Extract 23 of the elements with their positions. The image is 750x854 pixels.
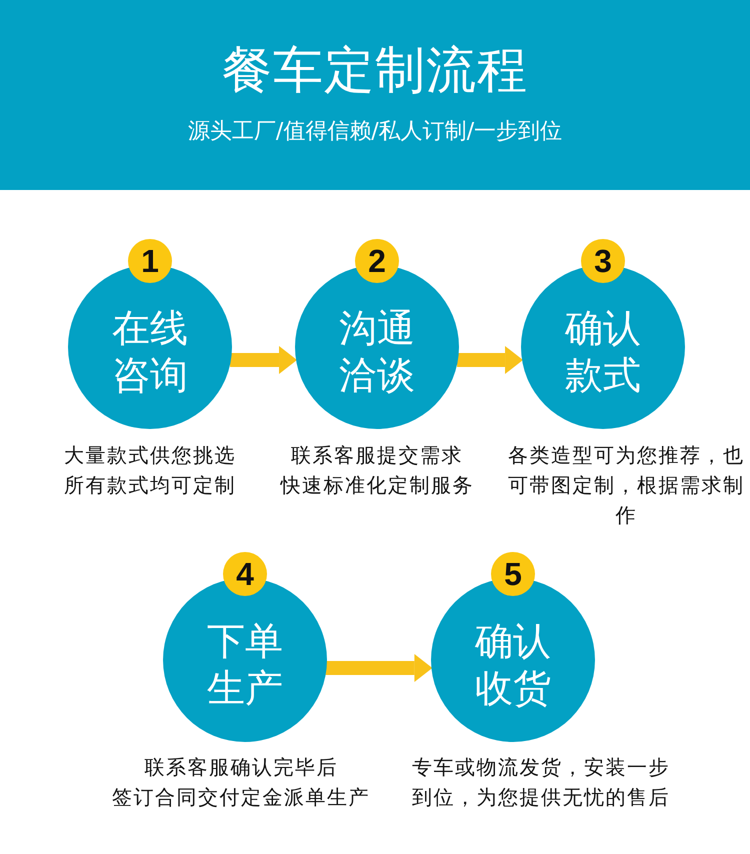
step-number-badge: 2 (355, 239, 399, 283)
step-description: 联系客服确认完毕后 (144, 754, 338, 781)
step-title: 在线咨询 (110, 305, 189, 399)
step-number-badge: 5 (491, 552, 535, 596)
arrow (326, 654, 432, 682)
step-description: 联系客服提交需求 (291, 442, 463, 469)
step-title: 沟通洽谈 (338, 305, 416, 399)
step-description: 各类造型可为您推荐，也可带图定制，根据需求制作 (506, 442, 746, 529)
subtitle: 源头工厂/值得信赖/私人订制/一步到位 (186, 118, 564, 146)
page-title: 餐车定制流程 (221, 40, 529, 101)
arrow (230, 346, 298, 374)
step-description: 大量款式供您挑选 (64, 442, 236, 469)
step-title: 确认款式 (564, 305, 642, 399)
step-title: 下单生产 (206, 618, 284, 712)
step-description: 签订合同交付定金派单生产 (112, 784, 370, 811)
step-description: 快速标准化定制服务 (280, 472, 474, 499)
step-description: 所有款式均可定制 (64, 472, 236, 499)
step-number-badge: 3 (581, 239, 625, 283)
step-number-badge: 1 (128, 239, 172, 283)
step-title: 确认收货 (474, 618, 552, 712)
step-number-badge: 4 (223, 552, 267, 596)
step-description: 专车或物流发货，安装一步到位，为您提供无忧的售后 (411, 754, 671, 811)
arrow (456, 346, 524, 374)
